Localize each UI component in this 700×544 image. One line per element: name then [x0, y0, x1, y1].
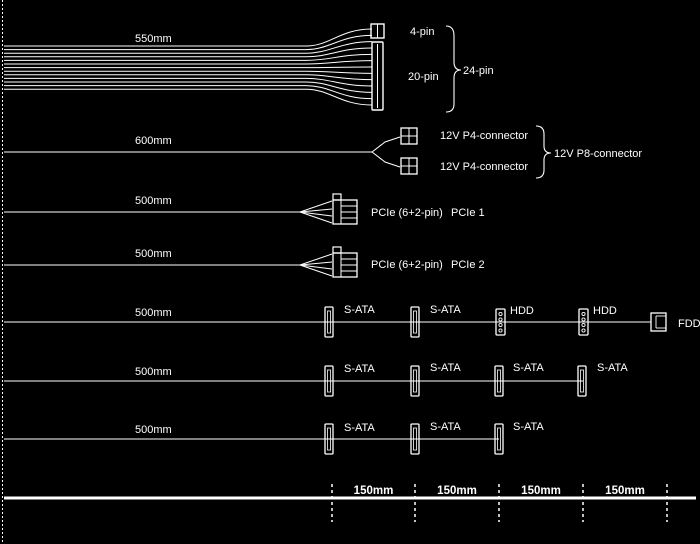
p4-bottom-label: 12V P4-connector	[440, 161, 528, 173]
sata-label: S-ATA	[430, 362, 461, 374]
20pin-connector	[371, 41, 384, 111]
sata-label: S-ATA	[513, 421, 544, 433]
sata-connector	[577, 365, 587, 397]
scale-label: 150mm	[437, 485, 477, 497]
main-fan-wire	[305, 28, 373, 47]
sata-connector	[324, 365, 334, 397]
pcie-2-cable: 500mm PCIe (6+2-pin) PCIe 2	[4, 246, 485, 278]
main-fan-wire	[305, 60, 373, 65]
p8-label: 12V P8-connector	[554, 148, 642, 160]
cpu-split-top	[371, 136, 401, 153]
fdd-label: FDD	[678, 318, 700, 330]
sata-cable-1-length: 500mm	[135, 366, 172, 378]
fdd-connector	[650, 312, 667, 332]
pcie-2-name: PCIe 2	[451, 259, 485, 271]
pcie-1-clip	[332, 193, 342, 201]
pcie-2-connector-label: PCIe (6+2-pin)	[371, 259, 443, 271]
main-fan-wire	[305, 77, 373, 87]
4pin-label: 4-pin	[410, 26, 434, 38]
sata-label: S-ATA	[430, 304, 461, 316]
sata-label: S-ATA	[344, 304, 375, 316]
main-fan-wire	[305, 70, 373, 74]
hdd-molex-connector	[578, 308, 589, 336]
pcie-2-length: 500mm	[135, 248, 172, 260]
main-cable-fan	[305, 28, 373, 106]
sata-connector	[494, 365, 504, 397]
cpu-cable-length: 600mm	[135, 135, 172, 147]
main-24pin-cable: 550mm 4-pin 20-pin 24-pin	[4, 23, 494, 113]
sata-connector	[410, 306, 420, 338]
sata-label: S-ATA	[344, 422, 375, 434]
sata-label: S-ATA	[430, 421, 461, 433]
main-cable-length: 550mm	[135, 33, 172, 45]
main-cable-wires	[4, 45, 306, 90]
pcie-1-cable: 500mm PCIe (6+2-pin) PCIe 1	[4, 193, 485, 225]
hdd-label: HDD	[593, 305, 617, 317]
pcie-1-connector-label: PCIe (6+2-pin)	[371, 207, 443, 219]
sata-connector	[410, 365, 420, 397]
sata-connector	[494, 423, 504, 455]
cpu-split-bottom	[371, 151, 401, 168]
hdd-label: HDD	[510, 305, 534, 317]
scale-bar: 150mm 150mm 150mm 150mm	[4, 484, 696, 522]
hdd-molex-connector	[495, 308, 506, 336]
sata-connector	[410, 423, 420, 455]
main-fan-wire	[305, 47, 373, 58]
sata-connector	[324, 306, 334, 338]
main-fan-wire	[305, 74, 373, 81]
scale-label: 150mm	[605, 485, 645, 497]
scale-label: 150mm	[521, 485, 561, 497]
sata-label: S-ATA	[344, 363, 375, 375]
pcie-1-name: PCIe 1	[451, 207, 485, 219]
main-fan-wire	[305, 66, 373, 69]
sata-cable-2: 500mm S-ATA S-ATA S-ATA	[4, 421, 544, 455]
sata-label: S-ATA	[513, 362, 544, 374]
peripheral-length: 500mm	[135, 307, 172, 319]
p4-top-label: 12V P4-connector	[440, 130, 528, 142]
main-fan-wire	[305, 85, 373, 100]
peripheral-cable: 500mm S-ATA S-ATA HDD HDD FDD	[4, 304, 700, 338]
main-fan-wire	[305, 34, 373, 51]
p8-brace	[535, 125, 552, 179]
sata-label: S-ATA	[597, 362, 628, 374]
sata-connector	[324, 423, 334, 455]
main-fan-wire	[305, 81, 373, 93]
20pin-label: 20-pin	[408, 71, 439, 83]
pcie-1-length: 500mm	[135, 195, 172, 207]
pcie-2-clip	[332, 246, 342, 254]
24pin-label: 24-pin	[463, 65, 494, 77]
sata-cable-2-length: 500mm	[135, 424, 172, 436]
cpu-8pin-cable: 600mm 12V P4-connector 12V P4-connector …	[4, 125, 642, 179]
scale-label: 150mm	[354, 485, 394, 497]
sata-cable-1: 500mm S-ATA S-ATA S-ATA S-ATA	[4, 362, 628, 397]
main-fan-wire	[305, 41, 373, 54]
main-fan-wire	[305, 88, 373, 106]
24pin-brace	[445, 25, 462, 113]
main-fan-wire	[305, 53, 373, 61]
